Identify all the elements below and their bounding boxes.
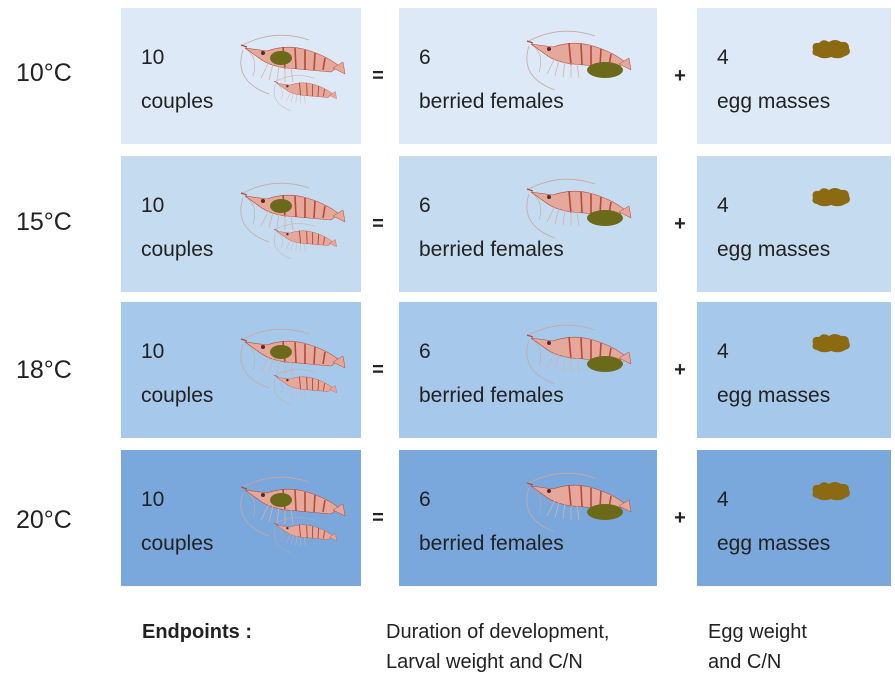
endpoints-label: Endpoints : [142, 617, 252, 647]
endpoints-egg-line1: Egg weight [708, 617, 807, 647]
endpoints-development: Duration of development, Larval weight a… [386, 617, 609, 677]
plus-sign: + [670, 358, 690, 382]
eggs-box: 4 egg masses [697, 302, 891, 438]
berried-female-shrimp-icon [517, 24, 647, 104]
temperature-label: 20°C [16, 505, 106, 535]
plus-sign: + [670, 212, 690, 236]
berried-count: 6 [419, 340, 431, 364]
endpoints-egg: Egg weight and C/N [708, 617, 807, 677]
berried-box: 6 berried females [399, 450, 657, 586]
egg-mass-icon [809, 186, 853, 210]
egg-mass-icon [809, 38, 853, 62]
plus-sign: + [670, 64, 690, 88]
couples-count: 10 [141, 488, 164, 512]
berried-box: 6 berried females [399, 302, 657, 438]
equals-sign: = [368, 358, 388, 382]
couples-box: 10 couples [121, 8, 361, 144]
berried-box: 6 berried females [399, 8, 657, 144]
eggs-count: 4 [717, 488, 729, 512]
eggs-label: egg masses [717, 90, 830, 114]
berried-female-shrimp-icon [517, 466, 647, 546]
eggs-label: egg masses [717, 238, 830, 262]
couples-label: couples [141, 238, 213, 262]
berried-female-shrimp-icon [517, 172, 647, 252]
shrimp-couple-icon [233, 470, 353, 570]
temperature-label: 10°C [16, 58, 106, 88]
couples-box: 10 couples [121, 156, 361, 292]
temperature-label: 15°C [16, 207, 106, 237]
couples-count: 10 [141, 46, 164, 70]
couples-label: couples [141, 532, 213, 556]
eggs-count: 4 [717, 46, 729, 70]
eggs-count: 4 [717, 194, 729, 218]
berried-count: 6 [419, 46, 431, 70]
eggs-box: 4 egg masses [697, 450, 891, 586]
berried-count: 6 [419, 488, 431, 512]
shrimp-couple-icon [233, 28, 353, 128]
temperature-label: 18°C [16, 355, 106, 385]
couples-count: 10 [141, 194, 164, 218]
shrimp-couple-icon [233, 322, 353, 422]
plus-sign: + [670, 506, 690, 530]
couples-box: 10 couples [121, 302, 361, 438]
couples-box: 10 couples [121, 450, 361, 586]
eggs-box: 4 egg masses [697, 156, 891, 292]
equals-sign: = [368, 64, 388, 88]
couples-label: couples [141, 90, 213, 114]
berried-count: 6 [419, 194, 431, 218]
eggs-label: egg masses [717, 532, 830, 556]
egg-mass-icon [809, 480, 853, 504]
couples-count: 10 [141, 340, 164, 364]
equals-sign: = [368, 212, 388, 236]
berried-female-shrimp-icon [517, 318, 647, 398]
berried-box: 6 berried females [399, 156, 657, 292]
couples-label: couples [141, 384, 213, 408]
egg-mass-icon [809, 332, 853, 356]
shrimp-couple-icon [233, 176, 353, 276]
eggs-count: 4 [717, 340, 729, 364]
eggs-label: egg masses [717, 384, 830, 408]
endpoints-development-line1: Duration of development, [386, 617, 609, 647]
equals-sign: = [368, 506, 388, 530]
eggs-box: 4 egg masses [697, 8, 891, 144]
